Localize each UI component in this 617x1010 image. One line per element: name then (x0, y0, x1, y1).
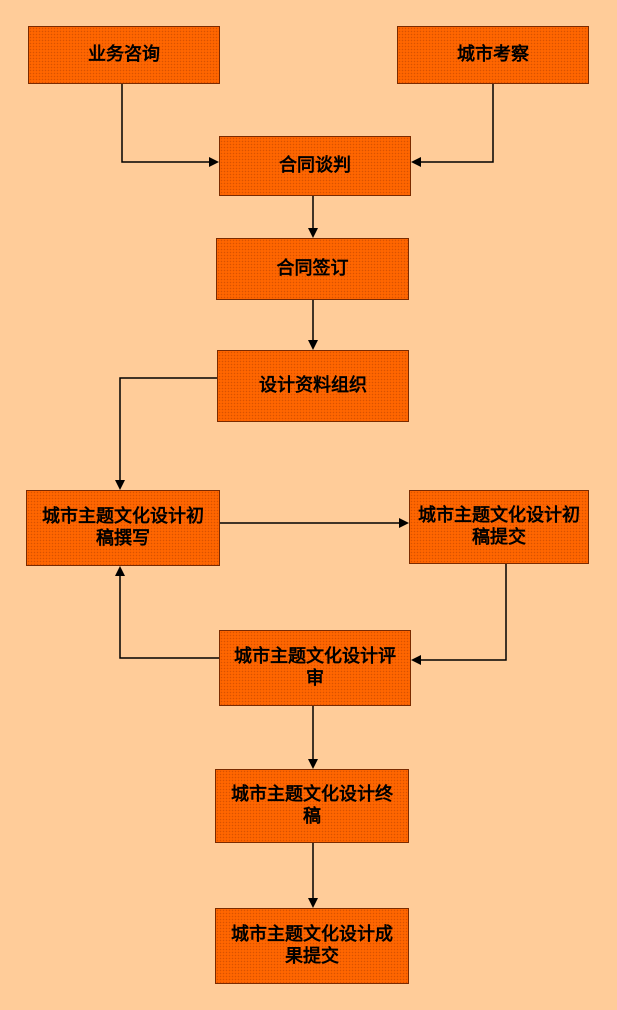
node-business-consulting: 业务咨询 (28, 26, 220, 84)
arrowhead (209, 157, 219, 167)
node-label: 城市主题文化设计初稿提交 (418, 505, 580, 548)
connector-submission-to-review (421, 564, 507, 661)
node-label: 城市主题文化设计评审 (234, 646, 396, 689)
connector-review-to-draft (119, 576, 219, 659)
connector-survey-to-negotiation (421, 84, 494, 163)
node-result-submission: 城市主题文化设计成果提交 (215, 908, 409, 984)
arrowhead (411, 157, 421, 167)
node-label: 设计资料组织 (259, 375, 367, 396)
arrowhead (115, 566, 125, 576)
arrowhead (115, 480, 125, 490)
node-label: 合同签订 (276, 258, 349, 279)
node-draft-submission: 城市主题文化设计初稿提交 (409, 490, 589, 564)
arrowhead (399, 518, 409, 528)
connector-consulting-to-negotiation (121, 84, 209, 163)
node-city-survey: 城市考察 (397, 26, 589, 84)
node-label: 合同谈判 (279, 155, 351, 176)
node-contract-negotiation: 合同谈判 (219, 136, 411, 196)
arrowhead (308, 759, 318, 769)
node-contract-signing: 合同签订 (216, 238, 409, 300)
node-label: 城市考察 (457, 44, 529, 65)
node-final-draft: 城市主题文化设计终稿 (215, 769, 409, 843)
arrowhead (308, 228, 318, 238)
node-label: 城市主题文化设计初稿撰写 (42, 506, 204, 549)
node-label: 业务咨询 (88, 44, 160, 65)
node-design-data-organization: 设计资料组织 (217, 350, 409, 422)
arrowhead (411, 655, 421, 665)
arrowhead (308, 898, 318, 908)
node-label: 城市主题文化设计终稿 (231, 784, 393, 827)
node-draft-writing: 城市主题文化设计初稿撰写 (26, 490, 220, 566)
node-design-review: 城市主题文化设计评审 (219, 630, 411, 706)
node-label: 城市主题文化设计成果提交 (231, 924, 393, 967)
arrowhead (308, 340, 318, 350)
connector-data-to-draft (119, 377, 217, 480)
